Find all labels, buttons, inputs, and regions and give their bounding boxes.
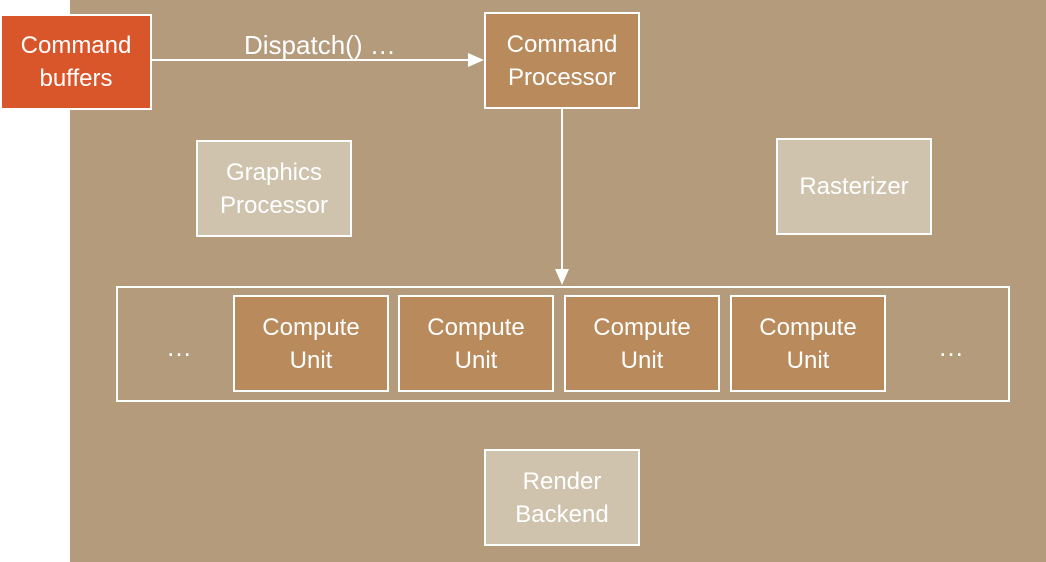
compute-unit-node: Compute Unit (564, 295, 720, 392)
command-buffers-node: Command buffers (0, 14, 152, 110)
graphics-processor-node: Graphics Processor (196, 140, 352, 237)
dispatch-arrow-head (468, 53, 484, 67)
compute-unit-node: Compute Unit (233, 295, 389, 392)
compute-array-right-ellipsis: … (938, 332, 964, 362)
command-processor-node: Command Processor (484, 12, 640, 109)
processor-to-array-head (555, 269, 569, 285)
render-backend-node: Render Backend (484, 449, 640, 546)
compute-unit-node: Compute Unit (398, 295, 554, 392)
compute-unit-array (116, 286, 1010, 402)
compute-unit-node: Compute Unit (730, 295, 886, 392)
rasterizer-node: Rasterizer (776, 138, 932, 235)
compute-array-left-ellipsis: … (166, 332, 192, 362)
dispatch-label: Dispatch() … (244, 30, 396, 60)
